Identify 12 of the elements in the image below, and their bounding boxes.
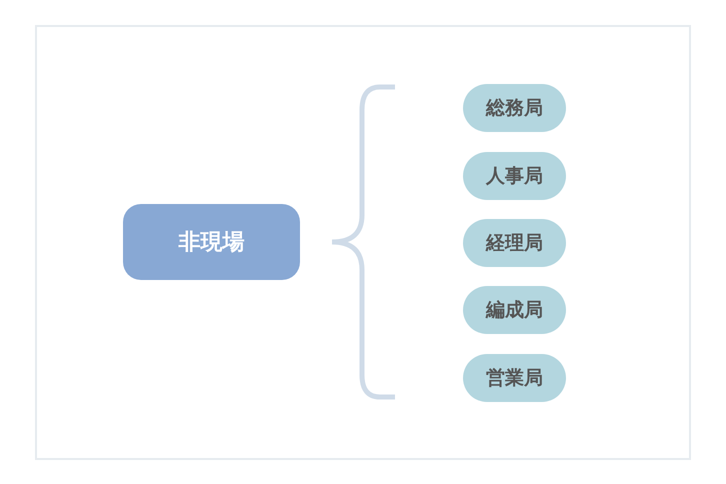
category-pill [463, 84, 566, 132]
node-label: 人事局 [486, 164, 543, 189]
category-pill [463, 219, 566, 267]
category-pill [463, 286, 566, 334]
node-label: 非現場 [178, 229, 244, 257]
node-label: 経理局 [486, 231, 543, 256]
node-label: 編成局 [486, 298, 543, 323]
node-label: 総務局 [486, 96, 543, 121]
category-pill [463, 152, 566, 200]
node-label: 営業局 [486, 366, 543, 391]
topic-box [123, 204, 300, 280]
category-pill [463, 354, 566, 402]
